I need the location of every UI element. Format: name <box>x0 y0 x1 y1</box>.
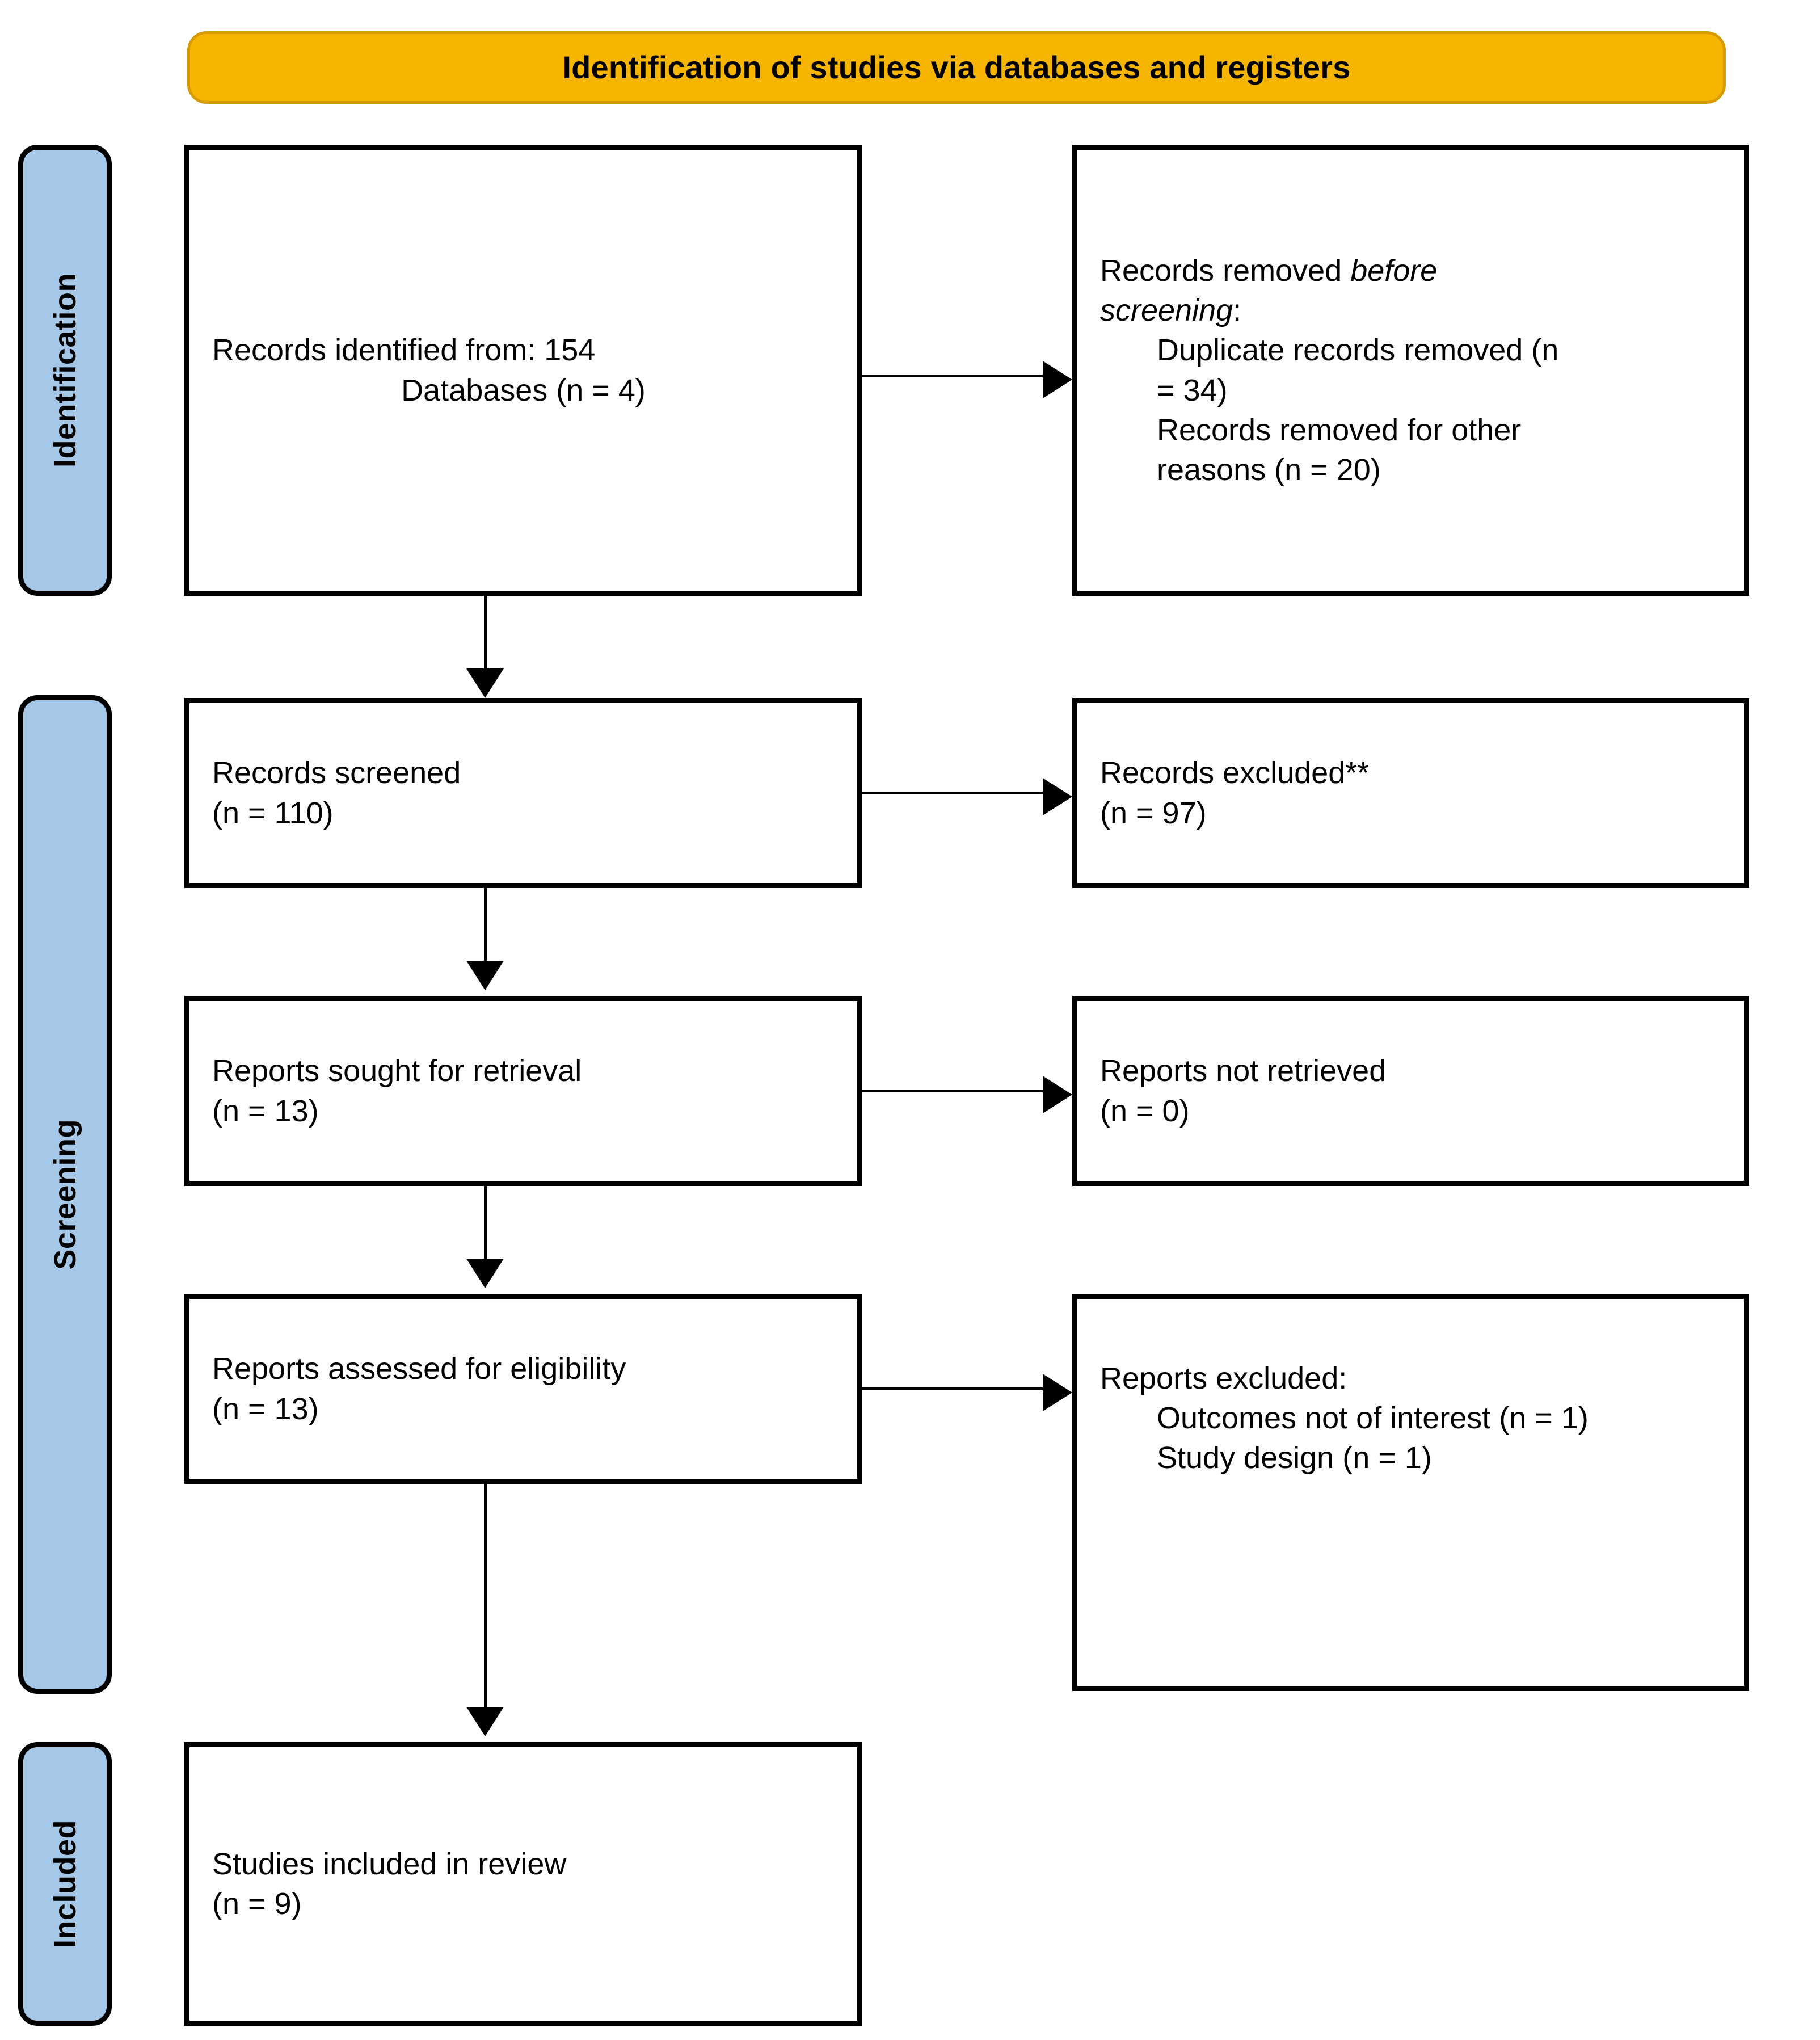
connector-screened-to-excluded-line <box>862 792 1043 794</box>
node-records-excluded: Records excluded** (n = 97) <box>1072 698 1749 888</box>
reports-excluded-line-1: Reports excluded: <box>1100 1361 1347 1395</box>
node-reports-not-retrieved: Reports not retrieved (n = 0) <box>1072 996 1749 1186</box>
node-records-screened: Records screened (n = 110) <box>184 698 862 888</box>
records-removed-item-2: = 34) <box>1157 373 1228 407</box>
records-removed-em-screening: screening <box>1100 293 1233 328</box>
reports-sought-line-1: Reports sought for retrieval <box>212 1054 582 1088</box>
records-removed-em-before: before <box>1350 253 1438 288</box>
connector-identified-to-removed-arrowhead-icon <box>1043 361 1072 398</box>
connector-assessed-to-reports-excluded-arrowhead-icon <box>1043 1374 1072 1411</box>
node-records-identified: Records identified from: 154 Databases (… <box>184 145 862 596</box>
stage-label-included-text: Included <box>48 1819 82 1948</box>
records-removed-line-2: screening: <box>1100 291 1721 330</box>
node-records-excluded-text: Records excluded** (n = 97) <box>1077 753 1744 832</box>
page-title: Identification of studies via databases … <box>562 49 1351 86</box>
connector-assessed-to-included-arrowhead-icon <box>466 1707 504 1736</box>
connector-sought-to-not-retrieved-line <box>862 1090 1043 1092</box>
connector-screened-to-sought-arrowhead-icon <box>466 961 504 990</box>
stage-label-identification: Identification <box>18 145 112 596</box>
reports-assessed-line-1: Reports assessed for eligibility <box>212 1352 626 1386</box>
reports-excluded-item-2: Study design (n = 1) <box>1157 1441 1432 1475</box>
records-removed-item-3: Records removed for other <box>1157 413 1522 447</box>
connector-sought-to-assessed-arrowhead-icon <box>466 1259 504 1288</box>
connector-assessed-to-reports-excluded-line <box>862 1387 1043 1390</box>
node-reports-excluded: Reports excluded: Outcomes not of intere… <box>1072 1294 1749 1691</box>
diagram-header-banner: Identification of studies via databases … <box>187 31 1726 104</box>
studies-included-line-2: (n = 9) <box>212 1887 302 1921</box>
records-removed-item-4: reasons (n = 20) <box>1157 452 1381 487</box>
records-removed-line-1: Records removed before <box>1100 251 1721 291</box>
node-reports-not-retrieved-text: Reports not retrieved (n = 0) <box>1077 1051 1744 1130</box>
node-studies-included-text: Studies included in review (n = 9) <box>189 1844 857 1924</box>
node-records-removed-before-screening: Records removed before screening: Duplic… <box>1072 145 1749 596</box>
records-excluded-line-1: Records excluded** <box>1100 756 1370 790</box>
reports-sought-line-2: (n = 13) <box>212 1093 319 1128</box>
node-reports-assessed-text: Reports assessed for eligibility (n = 13… <box>189 1349 857 1428</box>
node-reports-sought: Reports sought for retrieval (n = 13) <box>184 996 862 1186</box>
connector-identified-to-screened-line <box>484 596 487 668</box>
reports-excluded-item-1: Outcomes not of interest (n = 1) <box>1157 1401 1589 1436</box>
records-identified-line-2: Databases (n = 4) <box>401 373 646 407</box>
records-removed-colon: : <box>1233 293 1242 328</box>
connector-sought-to-assessed-line <box>484 1186 487 1259</box>
node-records-screened-text: Records screened (n = 110) <box>189 753 857 832</box>
records-excluded-line-2: (n = 97) <box>1100 796 1207 830</box>
studies-included-line-1: Studies included in review <box>212 1846 567 1881</box>
reports-not-retrieved-line-2: (n = 0) <box>1100 1093 1190 1128</box>
reports-assessed-line-2: (n = 13) <box>212 1391 319 1426</box>
records-identified-line-1: Records identified from: 154 <box>212 333 596 368</box>
records-screened-line-1: Records screened <box>212 756 461 790</box>
node-records-identified-text: Records identified from: 154 Databases (… <box>189 330 857 410</box>
node-reports-excluded-text: Reports excluded: Outcomes not of intere… <box>1077 1299 1744 1478</box>
stage-label-included: Included <box>18 1742 112 2026</box>
stage-label-screening: Screening <box>18 695 112 1694</box>
connector-assessed-to-included-line <box>484 1484 487 1707</box>
reports-not-retrieved-line-1: Reports not retrieved <box>1100 1054 1387 1088</box>
records-removed-prefix: Records removed <box>1100 253 1351 288</box>
connector-identified-to-screened-arrowhead-icon <box>466 668 504 698</box>
records-screened-line-2: (n = 110) <box>212 796 334 830</box>
records-removed-item-1: Duplicate records removed (n <box>1157 333 1559 368</box>
node-studies-included: Studies included in review (n = 9) <box>184 1742 862 2026</box>
stage-label-screening-text: Screening <box>48 1119 82 1270</box>
connector-screened-to-excluded-arrowhead-icon <box>1043 778 1072 815</box>
stage-label-identification-text: Identification <box>48 273 82 468</box>
connector-screened-to-sought-line <box>484 888 487 961</box>
node-records-removed-before-screening-text: Records removed before screening: Duplic… <box>1077 251 1744 490</box>
connector-identified-to-removed-line <box>862 375 1043 377</box>
connector-sought-to-not-retrieved-arrowhead-icon <box>1043 1076 1072 1113</box>
node-reports-sought-text: Reports sought for retrieval (n = 13) <box>189 1051 857 1130</box>
node-reports-assessed: Reports assessed for eligibility (n = 13… <box>184 1294 862 1484</box>
